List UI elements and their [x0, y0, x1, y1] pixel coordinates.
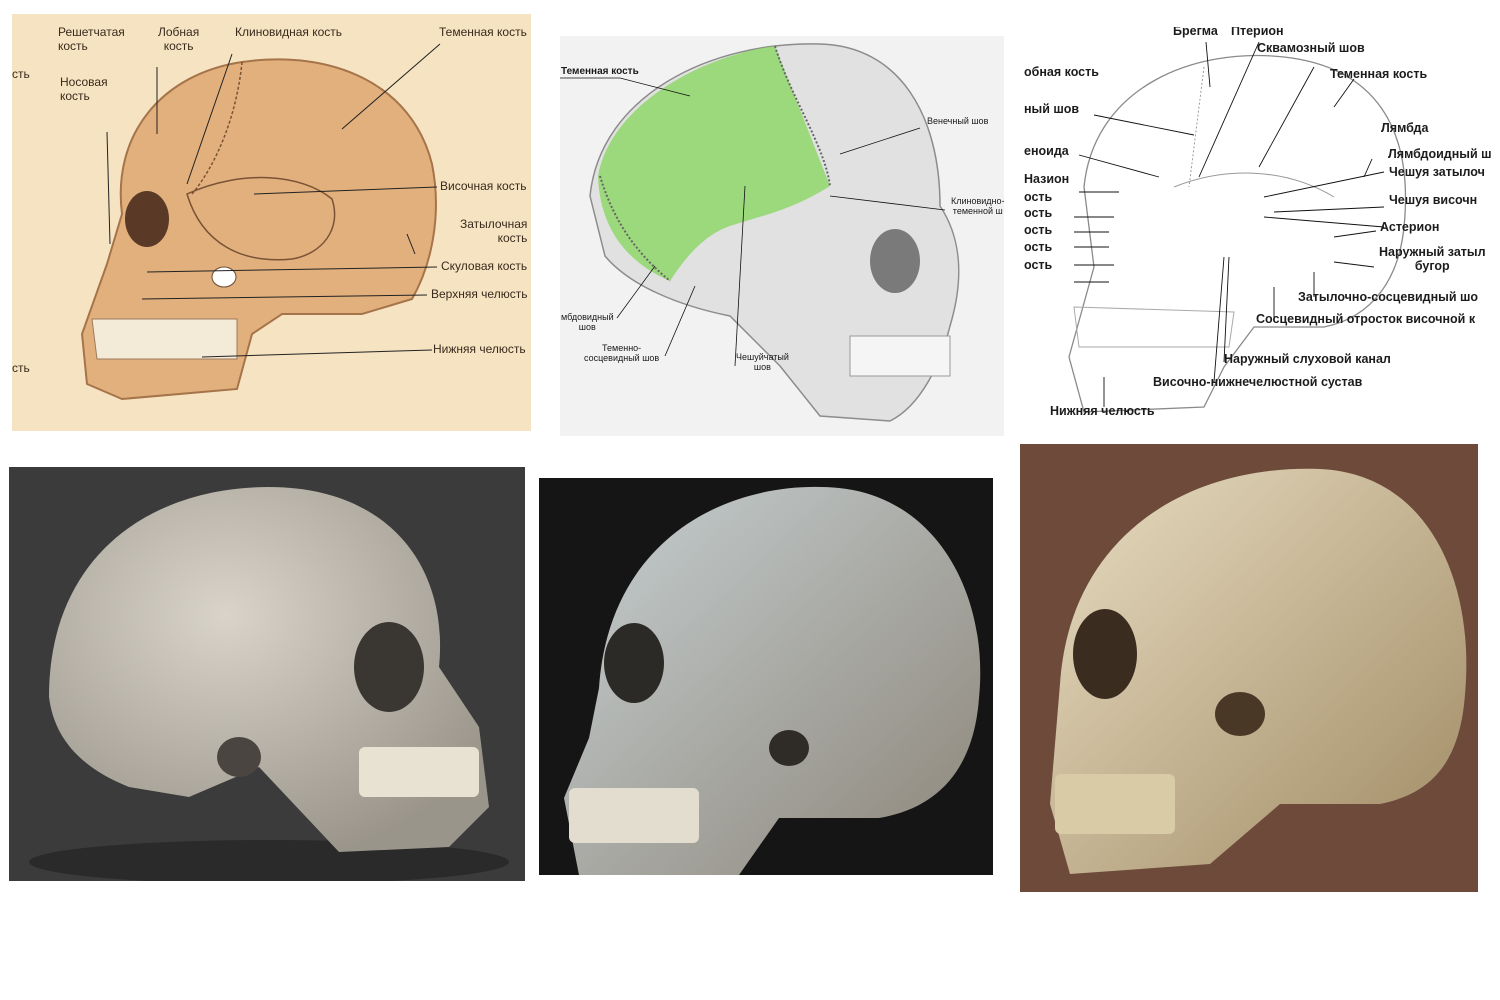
label-cut-4: ость: [1024, 240, 1053, 254]
label-asterion: Астерион: [1380, 220, 1440, 234]
label-sphenoid-bone: Клиновидная кость: [235, 25, 343, 39]
label-frontal-bone-cut: обная кость: [1024, 65, 1099, 79]
label-squamous-suture: Сквамозный шов: [1257, 41, 1365, 55]
label-suture-cut: ный шов: [1024, 102, 1080, 116]
label-parietal-bone: Теменная кость: [561, 66, 639, 77]
label-cut-1: ость: [1024, 190, 1053, 204]
label-spheno-parietal-suture: Клиновидно- теменной ш: [951, 196, 1004, 217]
skull-sutures-illustration: [560, 43, 960, 422]
label-mandible: Нижняя челюсть: [1050, 404, 1155, 418]
skull-render-dark: [539, 478, 993, 875]
label-occipital-squama: Чешуя затылоч: [1389, 165, 1485, 179]
label-cut-2: ость: [1024, 206, 1053, 220]
label-cut-left-top: сть: [12, 67, 30, 81]
skull-render-grey: [9, 467, 525, 881]
label-temporal-squama: Чешуя височн: [1389, 193, 1478, 207]
label-cut-left-bottom: сть: [12, 361, 30, 375]
label-cut-5: ость: [1024, 258, 1053, 272]
label-external-ear-canal: Наружный слуховой канал: [1224, 352, 1391, 366]
label-nasal-bone: Носовая кость: [60, 75, 108, 103]
label-mastoid-process: Сосцевидный отросток височной к: [1256, 312, 1476, 326]
label-squamous-suture: Чешуйчатый шов: [736, 352, 789, 373]
label-mandible: Нижняя челюсть: [433, 342, 526, 356]
label-bregma: Брегма: [1173, 27, 1218, 38]
label-frontal-bone: Лобная кость: [158, 25, 200, 53]
label-parieto-mastoid-suture: Теменно- сосцевидный шов: [584, 343, 660, 364]
label-parietal-bone: Теменная кость: [439, 25, 527, 39]
label-lambdoid-suture: мбдовидный шов: [561, 312, 614, 333]
label-lambda: Лямбда: [1381, 121, 1429, 135]
skull-bones-diagram-tile[interactable]: Решетчатая кость Лобная кость Клиновидна…: [12, 14, 531, 431]
skull-landmarks-diagram-tile[interactable]: Брегма Птерион Сквамозный шов обная кост…: [1024, 27, 1500, 432]
label-cut-3: ость: [1024, 223, 1053, 237]
label-sphenoid-cut: еноида: [1024, 144, 1069, 158]
label-ethmoid-bone: Решетчатая кость: [58, 25, 125, 53]
skull-render-brown: [1020, 444, 1478, 892]
skull-landmarks-illustration: [1068, 41, 1407, 413]
skull-photo-brown-background[interactable]: [1020, 444, 1478, 892]
label-occipital-protuberance: Наружный затыл бугор: [1379, 245, 1486, 274]
label-coronal-suture: Венечный шов: [927, 116, 989, 126]
label-occipital-bone: Затылочная кость: [460, 217, 528, 245]
label-maxilla: Верхняя челюсть: [431, 287, 528, 301]
label-nasion: Назион: [1024, 172, 1070, 186]
label-zygomatic-bone: Скуловая кость: [441, 259, 528, 273]
skull-bones-illustration: [80, 43, 441, 401]
label-parietal-bone: Теменная кость: [1330, 67, 1428, 81]
skull-photo-dark-background[interactable]: [539, 478, 993, 875]
label-temporal-bone: Височная кость: [440, 179, 527, 193]
skull-photo-grey[interactable]: [9, 467, 525, 881]
skull-sutures-diagram-tile[interactable]: Теменная кость Венечный шов Клиновидно- …: [560, 36, 1004, 436]
label-pterion: Птерион: [1231, 27, 1284, 38]
label-occipito-mastoid-suture: Затылочно-сосцевидный шо: [1298, 290, 1479, 304]
label-temporomandibular-joint: Височно-нижнечелюстной сустав: [1153, 375, 1363, 389]
label-lambdoid-suture: Лямбдоидный ш: [1388, 147, 1492, 161]
